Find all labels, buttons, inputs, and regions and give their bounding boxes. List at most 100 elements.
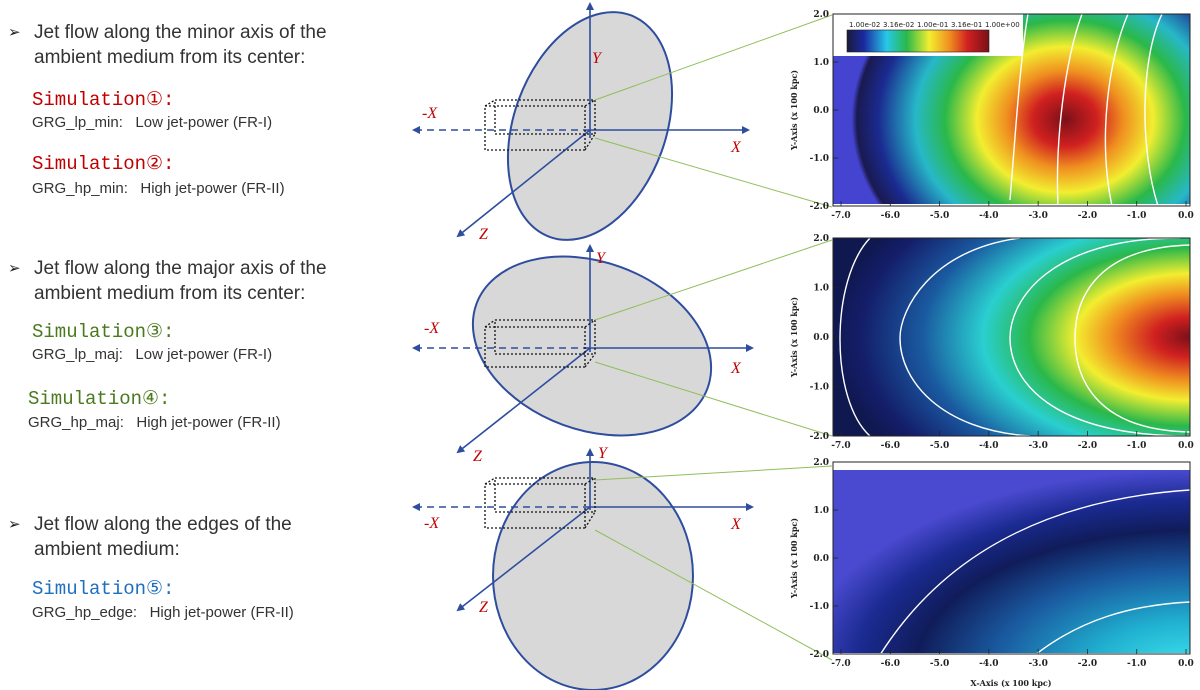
y-axis-label: Y-Axis (x 100 kpc)	[789, 518, 799, 599]
contour-line	[1056, 14, 1083, 206]
sim-code: GRG_lp_maj:	[32, 346, 123, 363]
contour-line	[1009, 14, 1029, 201]
colorbar-tick-label: 1.00e+00	[985, 21, 1020, 29]
contour-line	[1144, 14, 1163, 206]
x-tick-label: -2.0	[1078, 211, 1097, 221]
y-tick-label: 2.0	[813, 234, 829, 244]
colorbar	[846, 29, 990, 53]
leader-line-top	[594, 14, 833, 101]
sim-power: High jet-power (FR-II)	[149, 604, 294, 621]
leader-line-bottom	[594, 137, 833, 208]
sim-power: High jet-power (FR-II)	[136, 414, 281, 431]
contour-line	[1036, 601, 1190, 653]
colorbar-tick-label: 1.00e-02	[849, 21, 880, 29]
ambient-medium-ellipse	[471, 255, 713, 437]
jet-box	[484, 319, 596, 368]
x-tick-label: -2.0	[1078, 441, 1097, 451]
y-tick-label: -2.0	[810, 202, 829, 212]
y-axis-letter: Y	[596, 250, 607, 267]
sim-4-title: Simulation④:	[28, 388, 171, 410]
y-tick-label: 1.0	[813, 58, 829, 68]
jet-box	[484, 99, 596, 151]
bullet-minor-axis: ➢ Jet flow along the minor axis of the a…	[8, 20, 374, 70]
neg-x-axis-letter: -X	[422, 105, 438, 122]
sim-code: GRG_lp_min:	[32, 114, 123, 131]
x-axis-label: X-Axis (x 100 kpc)	[970, 678, 1051, 688]
x-tick-label: -7.0	[831, 211, 850, 221]
x-tick-label: -6.0	[881, 659, 900, 669]
arrow-bullet-icon: ➢	[8, 24, 21, 41]
sim-power: High jet-power (FR-II)	[140, 180, 285, 197]
x-tick-label: 0.0	[1178, 659, 1194, 669]
y-axis-letter: Y	[592, 50, 603, 67]
leader-line-bottom	[594, 529, 833, 661]
contour-line	[839, 238, 871, 436]
z-axis-letter: Z	[479, 226, 489, 243]
y-axis-label: Y-Axis (x 100 kpc)	[789, 70, 799, 151]
z-axis-line	[456, 506, 591, 612]
leader-line-top	[594, 465, 833, 481]
x-tick-label: -1.0	[1127, 659, 1146, 669]
y-axis-label: Y-Axis (x 100 kpc)	[789, 297, 799, 378]
contour-line	[1104, 14, 1129, 206]
x-tick-label: -4.0	[979, 659, 998, 669]
plot-bottom-strip	[833, 204, 1190, 206]
sim-5-title: Simulation⑤:	[32, 578, 175, 600]
y-tick-label: 2.0	[813, 458, 829, 468]
sim-power: Low jet-power (FR-I)	[135, 346, 273, 363]
sim-4-desc: GRG_hp_maj: High jet-power (FR-II)	[28, 414, 281, 431]
y-tick-label: 2.0	[813, 10, 829, 20]
contour-line	[1074, 244, 1190, 433]
sim-code: GRG_hp_min:	[32, 180, 128, 197]
sim-3-desc: GRG_lp_maj: Low jet-power (FR-I)	[32, 346, 272, 363]
x-tick-label: -7.0	[831, 441, 850, 451]
arrow-bullet-icon: ➢	[8, 260, 21, 277]
z-axis-line	[456, 347, 591, 454]
y-tick-label: -1.0	[810, 602, 829, 612]
x-tick-label: -6.0	[881, 211, 900, 221]
geometry-diagram-edges: Y X -X Z	[412, 445, 833, 690]
bullet-edges: ➢ Jet flow along the edges of the ambien…	[8, 512, 344, 562]
density-field	[833, 470, 1190, 653]
bullet-text: Jet flow along the minor axis of the amb…	[34, 22, 327, 68]
sim-2-desc: GRG_hp_min: High jet-power (FR-II)	[32, 180, 285, 197]
neg-x-axis-letter: -X	[424, 515, 440, 532]
bullet-text: Jet flow along the edges of the ambient …	[34, 514, 292, 560]
colorbar-tick-label: 3.16e-01	[951, 21, 982, 29]
y-axis-letter: Y	[598, 445, 609, 462]
contour-line	[1009, 238, 1190, 436]
x-axis-letter: X	[730, 516, 742, 533]
x-tick-label: -5.0	[930, 659, 949, 669]
x-tick-label: -1.0	[1127, 211, 1146, 221]
x-tick-label: -4.0	[979, 211, 998, 221]
sim-5-desc: GRG_hp_edge: High jet-power (FR-II)	[32, 604, 294, 621]
x-tick-label: -6.0	[881, 441, 900, 451]
geometry-diagram-major: Y X -X Z	[412, 239, 833, 465]
leader-line-top	[594, 239, 833, 321]
y-tick-label: -1.0	[810, 383, 829, 393]
leader-line-bottom	[594, 361, 833, 437]
x-tick-label: -4.0	[979, 441, 998, 451]
x-tick-label: -1.0	[1127, 441, 1146, 451]
y-tick-label: -2.0	[810, 650, 829, 660]
y-tick-label: 1.0	[813, 506, 829, 516]
x-tick-label: -3.0	[1028, 441, 1047, 451]
sim-code: GRG_hp_maj:	[28, 414, 124, 431]
x-tick-label: -3.0	[1028, 211, 1047, 221]
contour-line	[880, 489, 1190, 653]
x-tick-label: -2.0	[1078, 659, 1097, 669]
neg-x-axis-letter: -X	[424, 320, 440, 337]
density-field	[833, 238, 1190, 436]
z-axis-letter: Z	[479, 599, 489, 616]
y-tick-label: -2.0	[810, 432, 829, 442]
y-tick-label: 0.0	[813, 333, 829, 343]
sim-2-title: Simulation②:	[32, 153, 175, 175]
arrow-bullet-icon: ➢	[8, 516, 21, 533]
ambient-medium-ellipse	[492, 461, 694, 690]
y-tick-label: 0.0	[813, 554, 829, 564]
jet-box	[484, 477, 596, 529]
x-axis-letter: X	[730, 139, 742, 156]
